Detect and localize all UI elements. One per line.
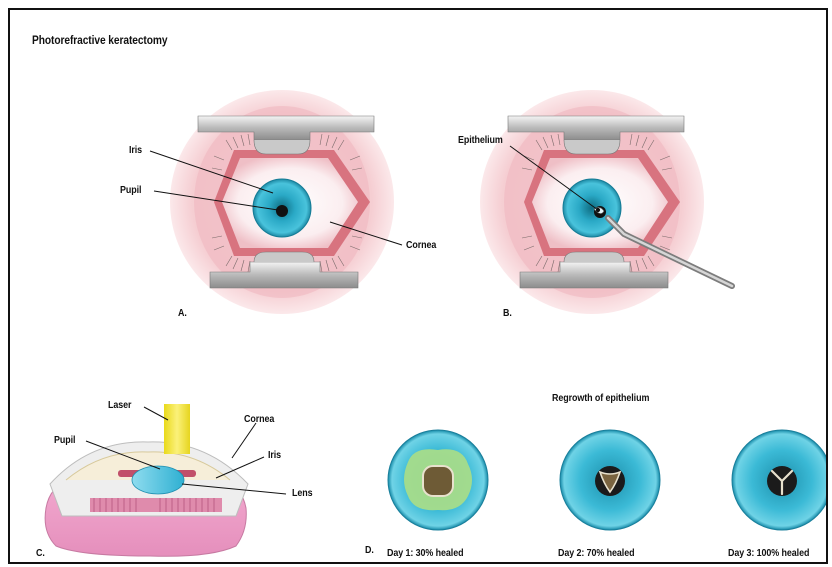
day1-label: Day 1: 30% healed [387, 547, 463, 559]
panel-d-letter: D. [365, 544, 374, 556]
label-c-laser: Laser [108, 399, 131, 411]
label-c-cornea: Cornea [244, 413, 274, 425]
day3-label: Day 3: 100% healed [728, 547, 809, 559]
illustration [10, 10, 828, 564]
panel-a-eye [170, 90, 394, 314]
day2-label: Day 2: 70% healed [558, 547, 634, 559]
day3-eye [732, 430, 828, 530]
panel-b-letter: B. [503, 307, 512, 319]
label-c-iris: Iris [268, 449, 281, 461]
panel-d-healing [388, 430, 828, 530]
panel-a-letter: A. [178, 307, 187, 319]
label-b-epithelium: Epithelium [458, 134, 503, 146]
label-a-cornea: Cornea [406, 239, 436, 251]
label-a-iris: Iris [129, 144, 142, 156]
figure-frame: Photorefractive keratectomy Iris Pupil C… [8, 8, 828, 564]
panel-d-heading: Regrowth of epithelium [552, 392, 649, 404]
panel-c-cross-section [45, 404, 248, 556]
figure-title: Photorefractive keratectomy [32, 33, 167, 47]
label-c-pupil: Pupil [54, 434, 75, 446]
label-a-pupil: Pupil [120, 184, 141, 196]
panel-c-letter: C. [36, 547, 45, 559]
day2-eye [560, 430, 660, 530]
panel-b-eye [480, 90, 732, 314]
label-c-lens: Lens [292, 487, 312, 499]
day1-eye [388, 430, 488, 530]
